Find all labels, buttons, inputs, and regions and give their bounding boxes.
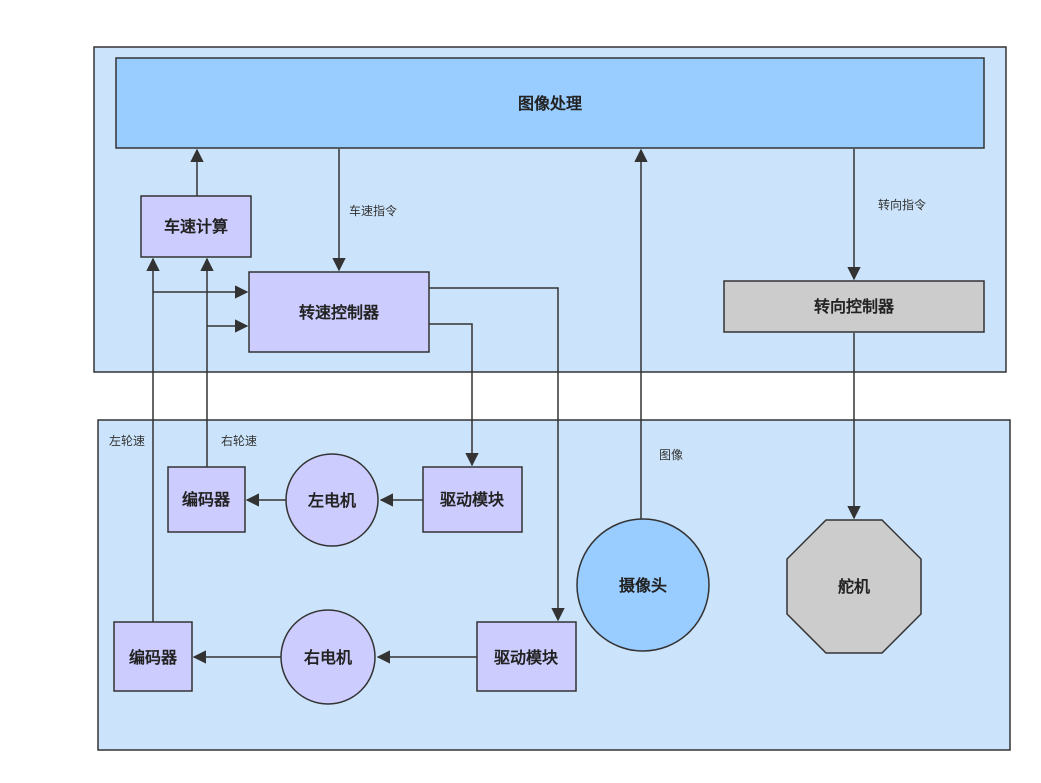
steering-controller-label: 转向控制器 [814, 297, 895, 316]
speed-controller-label: 转速控制器 [299, 303, 380, 322]
encoder-upper-node[interactable] [167, 466, 246, 533]
edge-label-steering-command: 转向指令 [878, 197, 926, 212]
speed-calc-node[interactable] [140, 195, 252, 258]
encoder-upper-label: 编码器 [182, 490, 231, 509]
driver-lower-label: 驱动模块 [494, 648, 559, 667]
encoder-lower-node[interactable] [113, 621, 193, 692]
image-processing-node[interactable] [115, 57, 985, 149]
camera-label: 摄像头 [619, 576, 667, 595]
edge-label-image: 图像 [659, 448, 683, 462]
edge-speedctrl-to-driver-lower [429, 287, 565, 622]
edge-label-left-wheel-speed: 左轮速 [109, 433, 145, 448]
encoder-lower-label: 编码器 [129, 648, 178, 667]
right-motor-label: 右电机 [304, 648, 352, 667]
steering-controller-node[interactable] [723, 280, 985, 333]
speed-controller-node[interactable] [248, 271, 430, 353]
image-processing-label: 图像处理 [518, 94, 582, 113]
left-motor-label: 左电机 [307, 491, 356, 510]
edge-speedctrl-to-driver-upper [429, 323, 479, 467]
driver-lower-node[interactable] [476, 621, 577, 692]
edge-label-speed-command: 车速指令 [349, 203, 397, 218]
edge-label-right-wheel-speed: 右轮速 [221, 433, 257, 448]
camera-node[interactable] [576, 518, 710, 652]
driver-upper-label: 驱动模块 [440, 490, 505, 509]
speed-calc-label: 车速计算 [164, 217, 228, 236]
servo-label: 舵机 [838, 577, 870, 596]
servo-node[interactable] [786, 519, 922, 654]
